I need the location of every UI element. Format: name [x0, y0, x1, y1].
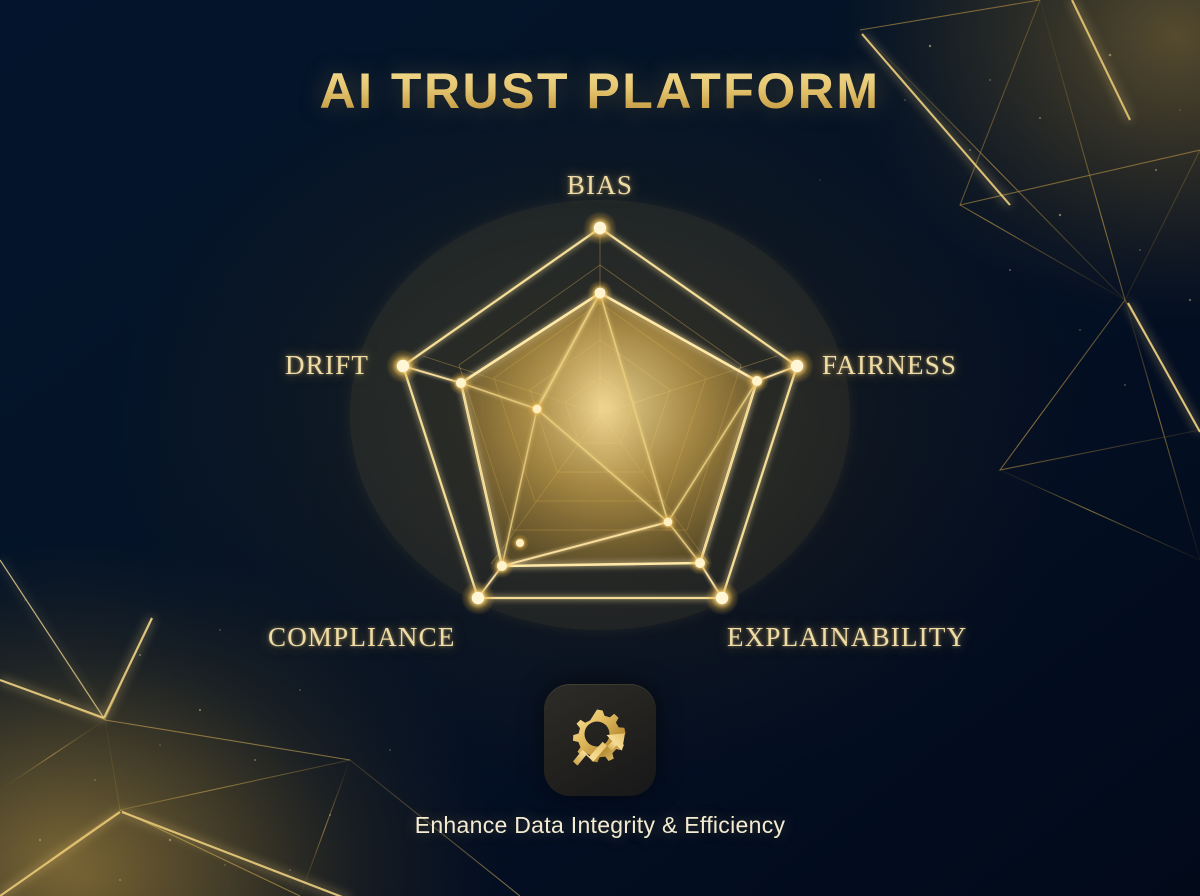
radar-baseline-nodes — [511, 399, 678, 552]
axis-label-bias: BIAS — [566, 170, 634, 200]
axis-label-fairness: FAIRNESS — [822, 350, 958, 380]
app-icon-tile[interactable] — [544, 684, 656, 796]
axis-label-explainability: EXPLAINABILITY — [727, 622, 968, 652]
radar-outer-nodes — [386, 211, 814, 615]
radar-outer-polygon — [401, 226, 799, 600]
radar-series-nodes — [449, 280, 769, 578]
tagline: Enhance Data Integrity & Efficiency — [414, 812, 786, 838]
page-title: AI TRUST PLATFORM — [0, 62, 1200, 120]
axis-label-drift: DRIFT — [285, 350, 370, 380]
gear-growth-icon — [573, 709, 626, 766]
axis-label-compliance: COMPLIANCE — [268, 622, 456, 652]
